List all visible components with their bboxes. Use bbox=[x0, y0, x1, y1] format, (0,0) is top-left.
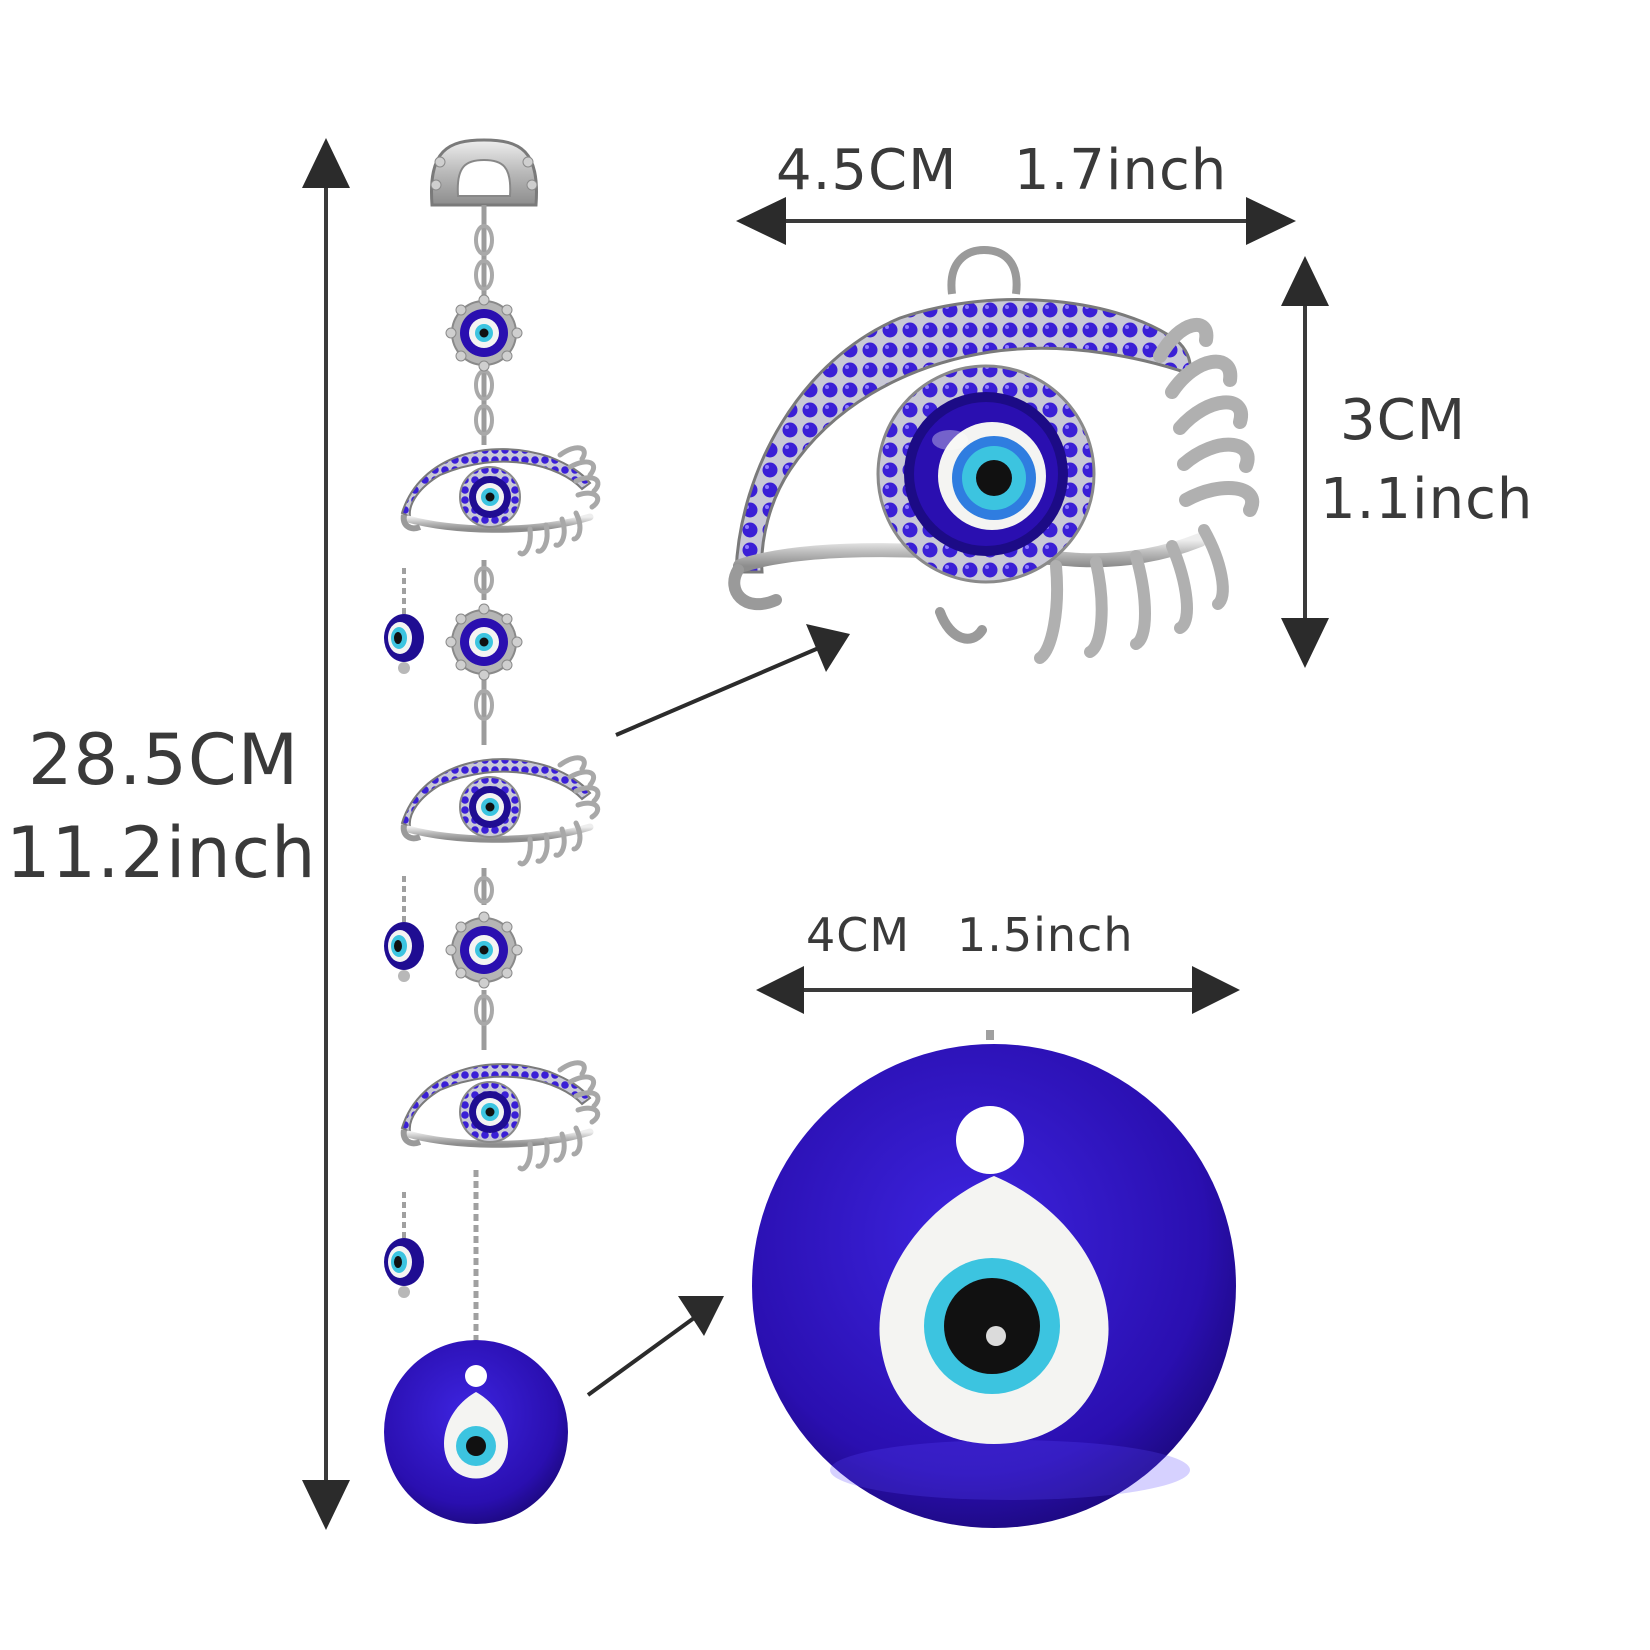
eye-height-arrow bbox=[1281, 256, 1329, 668]
total-length-cm-label: 28.5CM bbox=[28, 719, 300, 801]
height-dimension-arrow bbox=[302, 138, 350, 1530]
pointer-arrow-disc bbox=[586, 1296, 724, 1397]
eye-width-arrow bbox=[736, 197, 1296, 245]
large-eye-charm bbox=[728, 245, 1260, 664]
large-glass-disc bbox=[752, 1030, 1236, 1528]
eye-height-inch-label: 1.1inch bbox=[1320, 467, 1534, 532]
hanging-ornament bbox=[382, 138, 598, 1524]
disc-width-label: 4CM 1.5inch bbox=[806, 908, 1134, 962]
total-length-inch-label: 11.2inch bbox=[6, 812, 317, 894]
eye-height-cm-label: 3CM bbox=[1340, 388, 1467, 453]
disc-width-arrow bbox=[756, 966, 1240, 1014]
eye-width-label: 4.5CM 1.7inch bbox=[776, 138, 1228, 203]
pointer-arrow-eye bbox=[615, 624, 850, 737]
